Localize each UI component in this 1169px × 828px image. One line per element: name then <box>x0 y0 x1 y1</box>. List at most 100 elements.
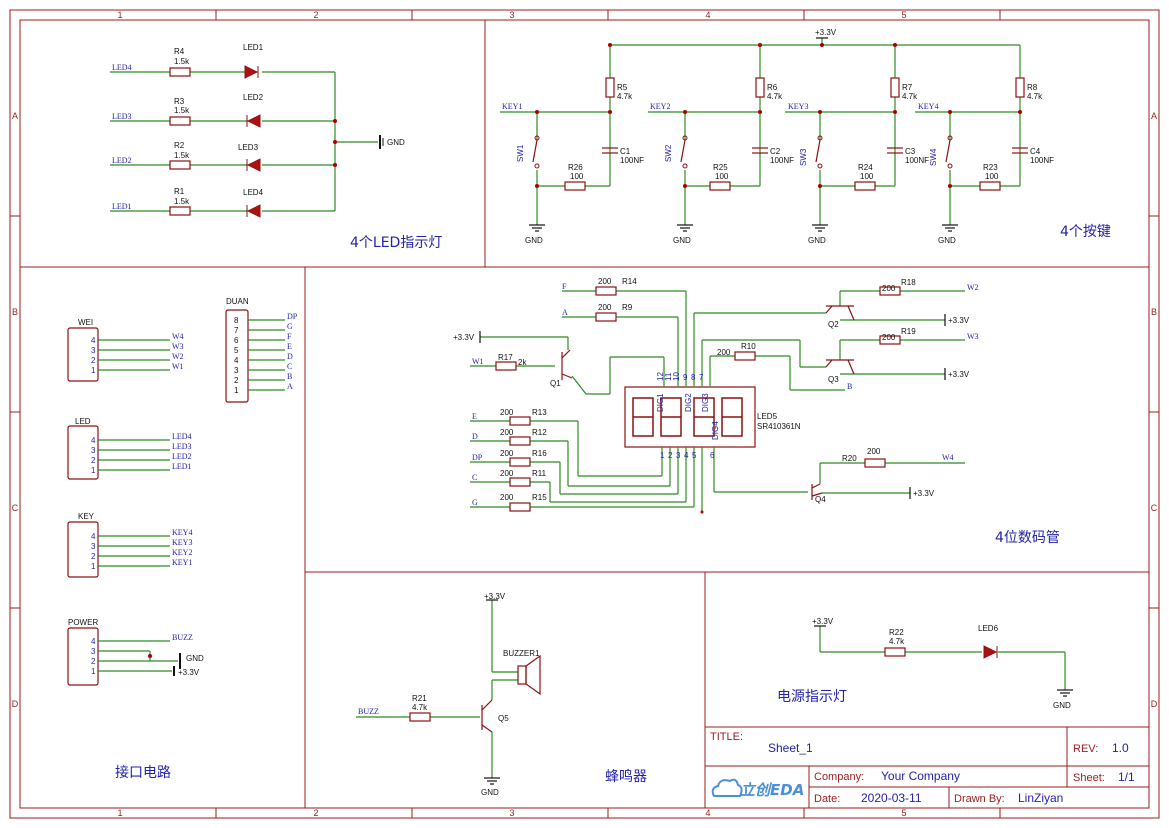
net-label: GND <box>808 236 826 245</box>
svg-text:2: 2 <box>91 552 96 561</box>
part-value: 200 <box>500 469 514 478</box>
part-ref: R8 <box>1027 83 1038 92</box>
tb-date-label: Date: <box>814 793 840 805</box>
part-ref: C2 <box>770 147 781 156</box>
tb-drawn: LinZiyan <box>1018 791 1063 805</box>
part-value: 1.5k <box>174 106 190 115</box>
part-value: 4.7k <box>412 703 428 712</box>
part-value: 200 <box>598 303 612 312</box>
part-ref: LED3 <box>238 143 259 152</box>
svg-text:4: 4 <box>91 532 96 541</box>
part-value: 1.5k <box>174 197 190 206</box>
net-label: GND <box>186 654 204 663</box>
net-label: DP <box>287 312 298 321</box>
net-label: W1 <box>472 357 484 366</box>
part-ref: R25 <box>713 163 728 172</box>
part-value: 200 <box>500 493 514 502</box>
part-value: 200 <box>717 348 731 357</box>
col-label: 1 <box>117 808 122 818</box>
net-label: LED4 <box>172 432 192 441</box>
part-ref: Q1 <box>550 379 561 388</box>
part-ref: R2 <box>174 141 185 150</box>
svg-text:8: 8 <box>234 316 239 325</box>
part-ref: LED5 <box>757 412 778 421</box>
part-value: 100NF <box>1030 156 1054 165</box>
svg-text:3: 3 <box>91 346 96 355</box>
col-label: 5 <box>901 10 906 20</box>
net-label: BUZZ <box>358 707 379 716</box>
part-ref: DUAN <box>226 297 249 306</box>
svg-text:3: 3 <box>91 446 96 455</box>
part-value: SR410361N <box>757 422 801 431</box>
part-value: 4.7k <box>617 92 633 101</box>
svg-text:5: 5 <box>234 346 239 355</box>
part-value: 100 <box>860 172 874 181</box>
net-label: GND <box>525 236 543 245</box>
part-ref: Q5 <box>498 714 509 723</box>
part-value: 200 <box>500 408 514 417</box>
net-label: KEY4 <box>172 528 192 537</box>
part-ref: R11 <box>532 469 547 478</box>
tb-title-label: TITLE: <box>710 731 743 743</box>
net-label: G <box>287 322 293 331</box>
net-label: GND <box>387 138 405 147</box>
col-label: 5 <box>901 808 906 818</box>
svg-text:9: 9 <box>683 373 688 382</box>
net-label: LED1 <box>172 462 192 471</box>
net-label: GND <box>938 236 956 245</box>
part-ref: R7 <box>902 83 913 92</box>
net-label: +3.3V <box>178 668 200 677</box>
part-ref: LED1 <box>243 43 264 52</box>
part-ref: Q3 <box>828 375 839 384</box>
led-section: LED4 LED3 LED2 LED1 R41.5k R31.5k R21.5k… <box>110 43 442 251</box>
col-label: 4 <box>705 10 710 20</box>
svg-text:1: 1 <box>660 451 665 460</box>
col-label: 4 <box>705 808 710 818</box>
net-label: D <box>472 432 478 441</box>
title-block: TITLE: Sheet_1 REV: 1.0 Company: Your Co… <box>705 726 1149 808</box>
net-label: B <box>287 372 292 381</box>
svg-text:1: 1 <box>91 562 96 571</box>
net-label: +3.3V <box>948 316 970 325</box>
tb-rev: 1.0 <box>1112 741 1129 755</box>
part-ref: R3 <box>174 97 185 106</box>
part-ref: BUZZER1 <box>503 649 540 658</box>
part-ref: LED2 <box>243 93 264 102</box>
part-value: 200 <box>882 284 896 293</box>
svg-text:1: 1 <box>91 667 96 676</box>
svg-text:6: 6 <box>710 451 715 460</box>
part-ref: SW1 <box>516 144 525 162</box>
part-value: 4.7k <box>902 92 918 101</box>
net-label: LED3 <box>172 442 192 451</box>
part-ref: R20 <box>842 454 857 463</box>
part-ref: Q4 <box>815 495 826 504</box>
part-value: 200 <box>867 447 881 456</box>
net-label: GND <box>481 788 499 797</box>
tb-title: Sheet_1 <box>768 741 813 755</box>
svg-text:DIG1: DIG1 <box>656 393 665 412</box>
row-label: D <box>12 699 19 709</box>
net-label: G <box>472 498 478 507</box>
section-title: 4个LED指示灯 <box>350 235 442 251</box>
part-ref: R10 <box>741 342 756 351</box>
part-value: 4.7k <box>889 637 905 646</box>
part-ref: POWER <box>68 618 98 627</box>
net-label: LED1 <box>112 202 132 211</box>
svg-text:4: 4 <box>91 436 96 445</box>
part-ref: LED4 <box>243 188 264 197</box>
row-label: C <box>12 503 19 513</box>
svg-text:12: 12 <box>656 372 665 381</box>
net-label: GND <box>673 236 691 245</box>
section-title: 4个按键 <box>1060 224 1111 240</box>
section-title: 电源指示灯 <box>777 689 847 705</box>
section-title: 蜂鸣器 <box>605 768 647 785</box>
net-label: BUZZ <box>172 633 193 642</box>
part-ref: C4 <box>1030 147 1041 156</box>
tb-date: 2020-03-11 <box>861 791 922 805</box>
part-value: 100NF <box>905 156 929 165</box>
svg-text:1: 1 <box>91 366 96 375</box>
section-title: 接口电路 <box>115 764 171 781</box>
part-ref: R21 <box>412 694 427 703</box>
